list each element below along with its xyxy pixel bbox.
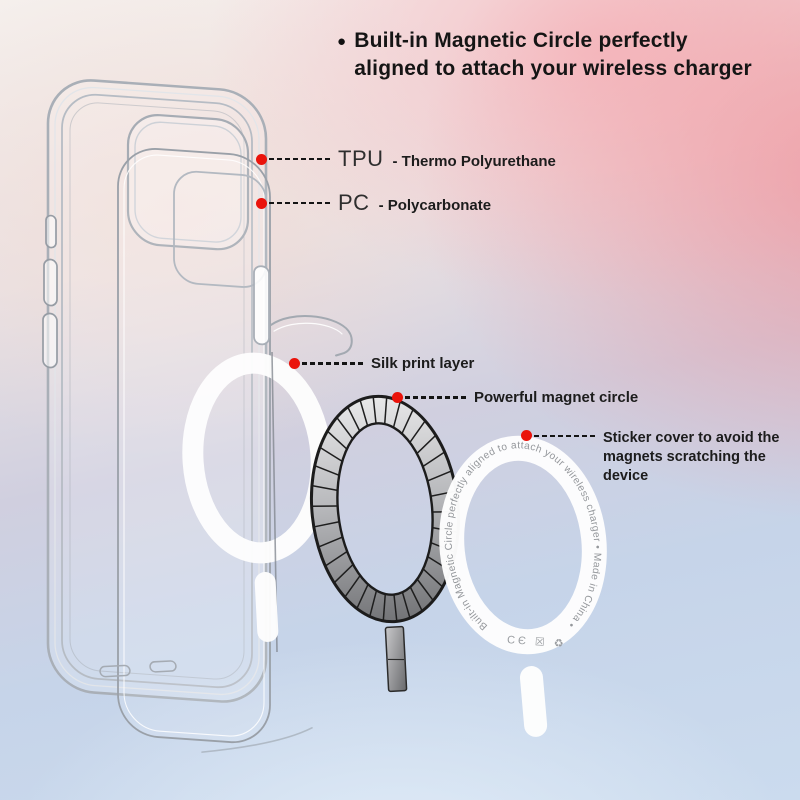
callout-dot (289, 358, 300, 369)
callout-dot (256, 153, 267, 165)
callout-dashed-line (302, 362, 366, 365)
bottom-ports (99, 660, 177, 678)
sticker-bar (519, 666, 548, 737)
callout-magnet: Powerful magnet circle (392, 389, 638, 406)
callout-pc-text: PC- Polycarbonate (338, 190, 492, 215)
magnet-bar (384, 625, 408, 693)
pc-sheet-curl (270, 315, 353, 357)
certification-marks-icon: CЄ ☒ ♻ (507, 634, 567, 650)
tpu-frame-outline (46, 79, 268, 703)
callout-dashed-line (405, 396, 469, 399)
callout-silk-text: Silk print layer (371, 355, 475, 372)
headline-line2: aligned to attach your wireless charger (354, 57, 752, 80)
magnet-ring-segments (311, 396, 459, 622)
headline: ● Built-in Magnetic Circle perfectly ali… (337, 27, 752, 83)
callout-dot (256, 197, 267, 209)
callout-dashed-line (269, 201, 333, 205)
callout-silk: Silk print layer (289, 355, 474, 372)
side-buttons-left (42, 214, 58, 369)
headline-line1: Built-in Magnetic Circle perfectly (354, 29, 688, 52)
callout-sticker: Sticker cover to avoid the magnets scrat… (521, 429, 800, 486)
bullet-icon: ● (337, 33, 347, 50)
callout-tpu-text: TPU- Thermo Polyurethane (338, 146, 556, 171)
extra-sheet-edge (201, 727, 313, 753)
callout-dashed-line (269, 157, 333, 161)
callout-tpu: TPU- Thermo Polyurethane (256, 146, 556, 172)
power-button (253, 265, 270, 346)
headline-text: Built-in Magnetic Circle perfectly align… (354, 27, 752, 83)
silk-print-bar (254, 572, 279, 642)
callout-pc: PC- Polycarbonate (256, 190, 491, 216)
callout-dot (392, 392, 403, 403)
callout-dot (521, 430, 532, 441)
callout-dashed-line (534, 435, 598, 438)
callout-sticker-text: Sticker cover to avoid the magnets scrat… (603, 430, 780, 484)
camera-cutout-pc (173, 170, 267, 288)
callout-magnet-text: Powerful magnet circle (474, 389, 639, 406)
